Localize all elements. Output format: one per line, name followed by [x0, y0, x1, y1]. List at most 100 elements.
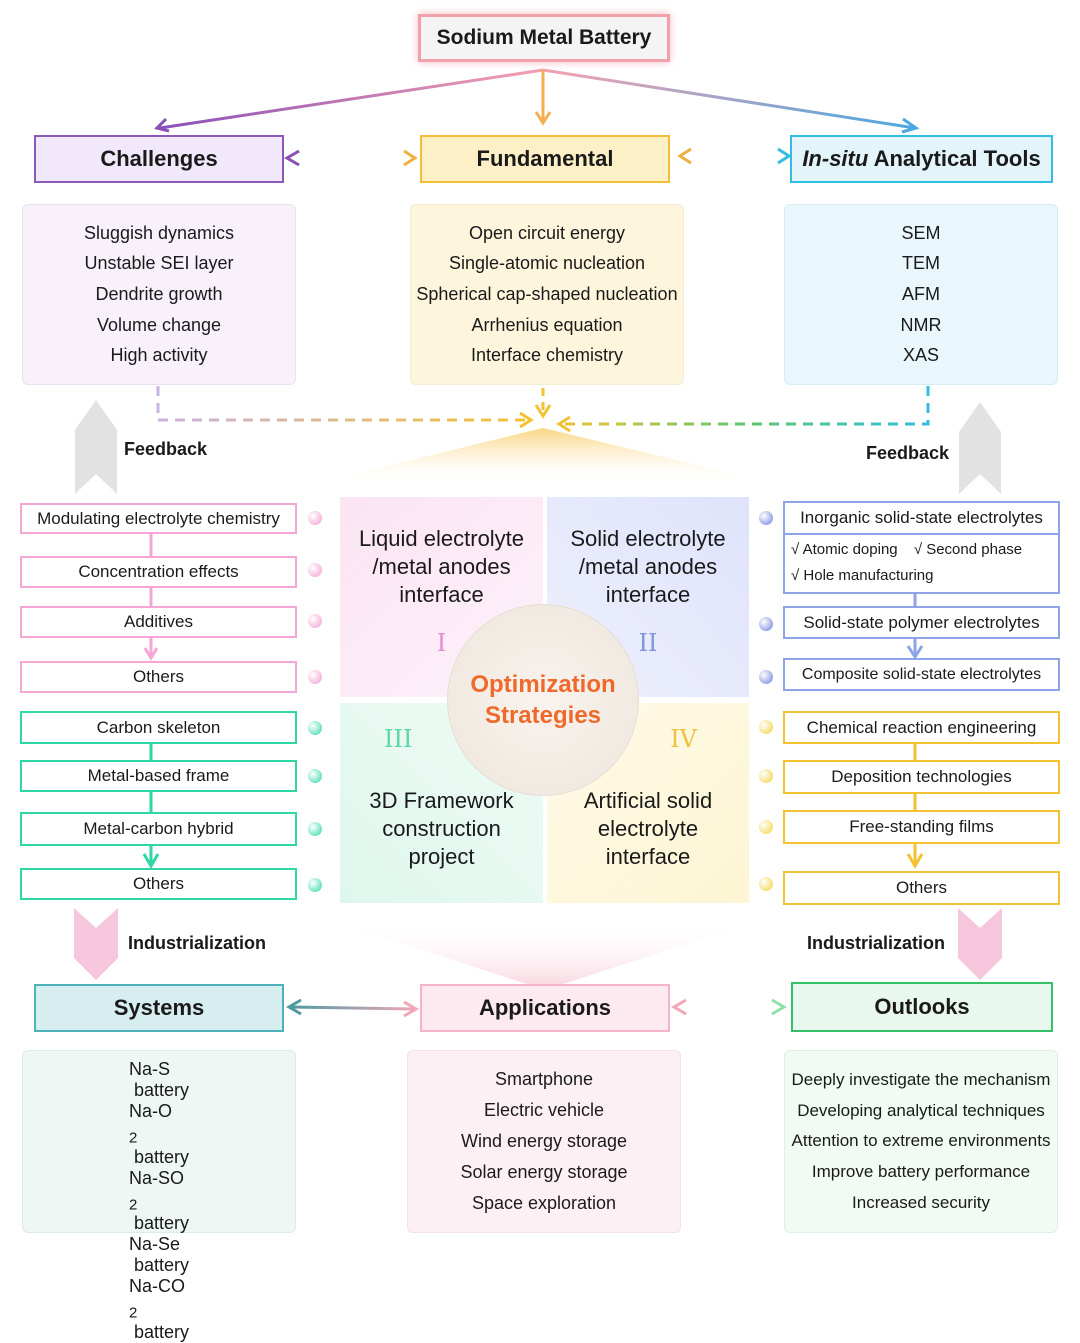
bullet-dot — [308, 511, 322, 525]
bullet-dot — [759, 769, 773, 783]
roman-numeral: II — [638, 629, 658, 657]
right-asei-box: Free-standing films — [783, 810, 1060, 844]
quadrant-text: /metal anodes — [372, 554, 511, 579]
challenges-item: Sluggish dynamics — [83, 222, 235, 243]
outlooks-header: Outlooks — [791, 982, 1053, 1032]
main-title: Sodium Metal Battery — [418, 14, 670, 62]
left-strategy-box: Additives — [20, 606, 297, 638]
fundamental-header: Fundamental — [420, 135, 670, 183]
challenges-item: High activity — [110, 345, 208, 366]
bullet-dot — [308, 563, 322, 577]
outlooks-item: Increased security — [852, 1193, 990, 1213]
left-strategy-box: Others — [20, 661, 297, 693]
left-strategy-box: Concentration effects — [20, 556, 297, 588]
outlooks-panel: Deeply investigate the mechanism Develop… — [784, 1050, 1058, 1233]
bullet-dot — [759, 720, 773, 734]
quadrant-text: Solid electrolyte — [570, 526, 726, 551]
feedback-label-left: Feedback — [124, 439, 208, 459]
quadrant-text: interface — [399, 582, 484, 607]
right-asei-box: Deposition technologies — [783, 760, 1060, 794]
left-framework-box: Carbon skeleton — [20, 711, 297, 744]
industrialization-label-left: Industrialization — [128, 933, 267, 953]
systems-item: Na-Se battery — [128, 1234, 190, 1276]
systems-header: Systems — [34, 984, 284, 1032]
bullet-dot — [308, 822, 322, 836]
connector-layer — [74, 68, 1002, 1018]
insitu-item: AFM — [902, 283, 940, 304]
insitu-rest: Analytical Tools — [868, 146, 1041, 171]
insitu-header: In-situ Analytical Tools — [790, 135, 1053, 183]
strategies-label: Strategies — [484, 702, 602, 729]
left-framework-box: Metal-based frame — [20, 760, 297, 792]
bullet-dot — [759, 511, 773, 525]
insitu-italic: In-situ — [802, 146, 869, 171]
optimization-label: Optimization — [470, 671, 616, 698]
insitu-item: NMR — [900, 314, 942, 335]
quadrant-text: project — [408, 844, 475, 869]
left-framework-box: Metal-carbon hybrid — [20, 812, 297, 846]
quadrant-text: /metal anodes — [578, 554, 718, 579]
left-strategy-box: Modulating electrolyte chemistry — [20, 503, 297, 534]
bullet-dot — [308, 769, 322, 783]
applications-item: Wind energy storage — [460, 1131, 628, 1151]
applications-item: Solar energy storage — [460, 1162, 628, 1182]
inorganic-sub-item: √ Second phase — [913, 541, 1023, 558]
optimization-circle: Optimization Strategies — [447, 604, 639, 796]
quadrant-text: Liquid electrolyte — [358, 526, 525, 551]
quadrant-text: interface — [605, 582, 691, 607]
roman-numeral: I — [436, 629, 447, 657]
right-asei-box: Chemical reaction engineering — [783, 711, 1060, 744]
fundamental-panel: Open circuit energy Single-atomic nuclea… — [410, 204, 684, 385]
bullet-dot — [308, 670, 322, 684]
feedback-label-right: Feedback — [866, 443, 950, 463]
fundamental-item: Arrhenius equation — [471, 314, 623, 335]
quadrant-text: 3D Framework — [369, 788, 514, 813]
quadrant-text: interface — [605, 844, 691, 869]
insitu-item: XAS — [902, 345, 940, 366]
fundamental-item: Open circuit energy — [468, 222, 626, 243]
industrialization-label-right: Industrialization — [807, 933, 946, 953]
polymer-box: Solid-state polymer electrolytes — [783, 606, 1060, 639]
systems-item: Na-S battery — [128, 1059, 190, 1100]
bullet-dot — [759, 877, 773, 891]
outlooks-item: Attention to extreme environments — [791, 1131, 1051, 1151]
fundamental-item: Single-atomic nucleation — [448, 253, 646, 274]
challenges-item: Unstable SEI layer — [84, 253, 234, 274]
insitu-panel: SEM TEM AFM NMR XAS — [784, 204, 1058, 385]
challenges-item: Dendrite growth — [95, 283, 223, 304]
bullet-dot — [759, 617, 773, 631]
inorganic-group: Inorganic solid-state electrolytes √ Ato… — [783, 501, 1060, 594]
quadrant-framework: III 3D Framework construction project — [340, 703, 543, 903]
insitu-item: SEM — [901, 222, 941, 243]
quadrant-text: electrolyte — [597, 816, 699, 841]
quadrant-text: Artificial solid — [583, 788, 713, 813]
outlooks-item: Improve battery performance — [811, 1162, 1031, 1182]
challenges-header: Challenges — [34, 135, 284, 183]
inorganic-sub-item: √ Atomic doping — [791, 541, 898, 558]
insitu-item: TEM — [902, 253, 940, 274]
bullet-dot — [759, 670, 773, 684]
right-asei-box: Others — [783, 871, 1060, 905]
applications-panel: Smartphone Electric vehicle Wind energy … — [407, 1050, 681, 1233]
bullet-dot — [308, 614, 322, 628]
quadrant-text: construction — [382, 816, 501, 841]
applications-item: Smartphone — [494, 1069, 594, 1089]
outlooks-item: Deeply investigate the mechanism — [791, 1069, 1051, 1089]
composite-box: Composite solid-state electrolytes — [783, 658, 1060, 691]
left-framework-box: Others — [20, 868, 297, 900]
roman-numeral: III — [384, 725, 413, 753]
applications-item: Electric vehicle — [483, 1100, 605, 1120]
outlooks-item: Developing analytical techniques — [797, 1100, 1045, 1120]
fundamental-item: Interface chemistry — [470, 345, 624, 366]
applications-header: Applications — [420, 984, 670, 1032]
fundamental-item: Spherical cap-shaped nucleation — [416, 283, 678, 304]
challenges-item: Volume change — [96, 314, 222, 335]
applications-item: Space exploration — [471, 1193, 617, 1213]
inorganic-title: Inorganic solid-state electrolytes — [785, 503, 1058, 535]
bullet-dot — [308, 721, 322, 735]
bullet-dot — [759, 820, 773, 834]
